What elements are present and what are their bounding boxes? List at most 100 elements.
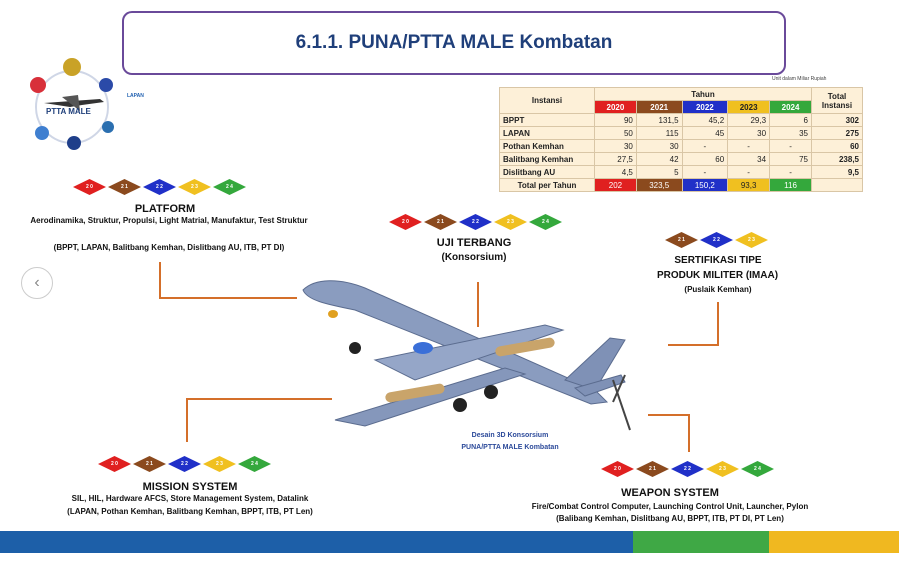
row-name: BPPT — [499, 113, 595, 127]
sertifikasi-year-diamonds: 2 1 2 2 2 3 — [665, 232, 768, 248]
sertifikasi-orgs: (Puslaik Kemhan) — [684, 285, 752, 294]
connector-line — [688, 414, 690, 452]
cell: 29,3 — [727, 113, 771, 127]
weapon-items: Fire/Combat Control Computer, Launching … — [531, 502, 809, 511]
cell: 4,5 — [594, 165, 637, 179]
row-total: 275 — [811, 126, 863, 140]
table-row: Balitbang Kemhan 27,5 42 60 34 75 238,5 — [499, 152, 863, 166]
table-row: BPPT 90 131,5 45,2 29,3 6 302 — [499, 113, 863, 127]
cell: 115 — [635, 126, 683, 140]
row-name: Total per Tahun — [499, 178, 595, 192]
row-name: Dislitbang AU — [499, 165, 595, 179]
platform-orgs: (BPPT, LAPAN, Balitbang Kemhan, Dislitba… — [53, 243, 285, 252]
year-diamond: 2 1 — [108, 179, 141, 195]
sertifikasi-title: SERTIFIKASI TIPE — [674, 255, 762, 266]
uji-terbang-year-diamonds: 2 0 2 1 2 2 2 3 2 4 — [389, 214, 562, 230]
cell: 30 — [594, 139, 637, 153]
row-total: 60 — [811, 139, 863, 153]
cell: 30 — [727, 126, 771, 140]
cell: 202 — [594, 178, 637, 192]
table-row: LAPAN 50 115 45 30 35 275 — [499, 126, 863, 140]
year-diamond: 2 3 — [735, 232, 768, 248]
year-diamond: 2 2 — [143, 179, 176, 195]
cell: 45,2 — [681, 113, 729, 127]
previous-slide-button[interactable]: ‹ — [21, 267, 53, 299]
year-diamond: 2 0 — [601, 461, 634, 477]
cell: 5 — [635, 165, 683, 179]
mission-title: MISSION SYSTEM — [142, 481, 238, 493]
connector-line — [159, 297, 297, 299]
year-diamond: 2 3 — [203, 456, 236, 472]
cell: 27,5 — [594, 152, 637, 166]
connector-line — [668, 344, 719, 346]
year-diamond: 2 4 — [529, 214, 562, 230]
year-diamond: 2 2 — [671, 461, 704, 477]
year-diamond: 2 4 — [213, 179, 246, 195]
cell: 60 — [681, 152, 729, 166]
year-diamond: 2 4 — [238, 456, 271, 472]
footer-color-bar — [0, 531, 899, 553]
lapan-logo: LAPAN — [127, 93, 144, 99]
connector-line — [186, 398, 188, 442]
mission-year-diamonds: 2 0 2 1 2 2 2 3 2 4 — [98, 456, 271, 472]
chevron-left-icon: ‹ — [34, 274, 40, 291]
uji-terbang-subtitle: (Konsorsium) — [441, 252, 507, 263]
cell: 50 — [594, 126, 637, 140]
platform-title: PLATFORM — [134, 203, 196, 215]
weapon-year-diamonds: 2 0 2 1 2 2 2 3 2 4 — [601, 461, 774, 477]
platform-year-diamonds: 2 0 2 1 2 2 2 3 2 4 — [73, 179, 246, 195]
year-diamond: 2 2 — [700, 232, 733, 248]
budget-table: Instansi Tahun Total Instansi 2020 2021 … — [499, 87, 863, 192]
year-diamond: 2 2 — [459, 214, 492, 230]
cell: - — [769, 165, 812, 179]
year-diamond: 2 0 — [389, 214, 422, 230]
weapon-title: WEAPON SYSTEM — [621, 487, 719, 499]
year-header: 2023 — [727, 100, 771, 114]
year-diamond: 2 3 — [706, 461, 739, 477]
cell: - — [769, 139, 812, 153]
caption-line-1: Desain 3D Konsorsium — [471, 432, 549, 439]
total-row: Total per Tahun 202 323,5 150,2 93,3 116 — [499, 178, 863, 192]
cell: 150,2 — [681, 178, 729, 192]
cell: - — [681, 139, 729, 153]
logo-label: PTTA MALE — [46, 107, 91, 116]
year-diamond: 2 0 — [73, 179, 106, 195]
cell: 45 — [681, 126, 729, 140]
cell: 30 — [635, 139, 683, 153]
year-header: 2024 — [769, 100, 812, 114]
table-row: Dislitbang AU 4,5 5 - - - 9,5 — [499, 165, 863, 179]
cell: 42 — [635, 152, 683, 166]
row-total: 9,5 — [811, 165, 863, 179]
row-name: Pothan Kemhan — [499, 139, 595, 153]
year-diamond: 2 3 — [494, 214, 527, 230]
header-total: Total Instansi — [811, 87, 863, 114]
connector-line — [717, 302, 719, 346]
connector-line — [159, 262, 161, 298]
platform-items: Aerodinamika, Struktur, Propulsi, Light … — [30, 216, 308, 225]
year-header: 2020 — [594, 100, 637, 114]
weapon-orgs: (Balibang Kemhan, Dislitbang AU, BPPT, I… — [556, 514, 784, 523]
cell: - — [727, 139, 771, 153]
aircraft-render — [295, 270, 655, 440]
mission-items: SIL, HIL, Hardware AFCS, Store Managemen… — [71, 494, 309, 503]
cell: - — [727, 165, 771, 179]
unit-note: Unit dalam Miliar Rupiah — [772, 76, 827, 82]
table-row: Pothan Kemhan 30 30 - - - 60 — [499, 139, 863, 153]
cell: 34 — [727, 152, 771, 166]
ptta-male-logo: PTTA MALE — [22, 55, 132, 155]
connector-line — [186, 398, 332, 400]
header-instansi: Instansi — [499, 87, 595, 114]
cell: 75 — [769, 152, 812, 166]
uji-terbang-title: UJI TERBANG — [436, 237, 512, 249]
sertifikasi-subtitle: PRODUK MILITER (IMAA) — [656, 270, 779, 281]
cell: 6 — [769, 113, 812, 127]
year-diamond: 2 1 — [133, 456, 166, 472]
cell: 323,5 — [635, 178, 683, 192]
cell: - — [681, 165, 729, 179]
caption-line-2: PUNA/PTTA MALE Kombatan — [461, 444, 559, 451]
year-diamond: 2 1 — [636, 461, 669, 477]
slide-title: 6.1.1. PUNA/PTTA MALE Kombatan — [122, 11, 786, 75]
row-total: 238,5 — [811, 152, 863, 166]
row-total: 302 — [811, 113, 863, 127]
connector-line — [477, 282, 479, 327]
